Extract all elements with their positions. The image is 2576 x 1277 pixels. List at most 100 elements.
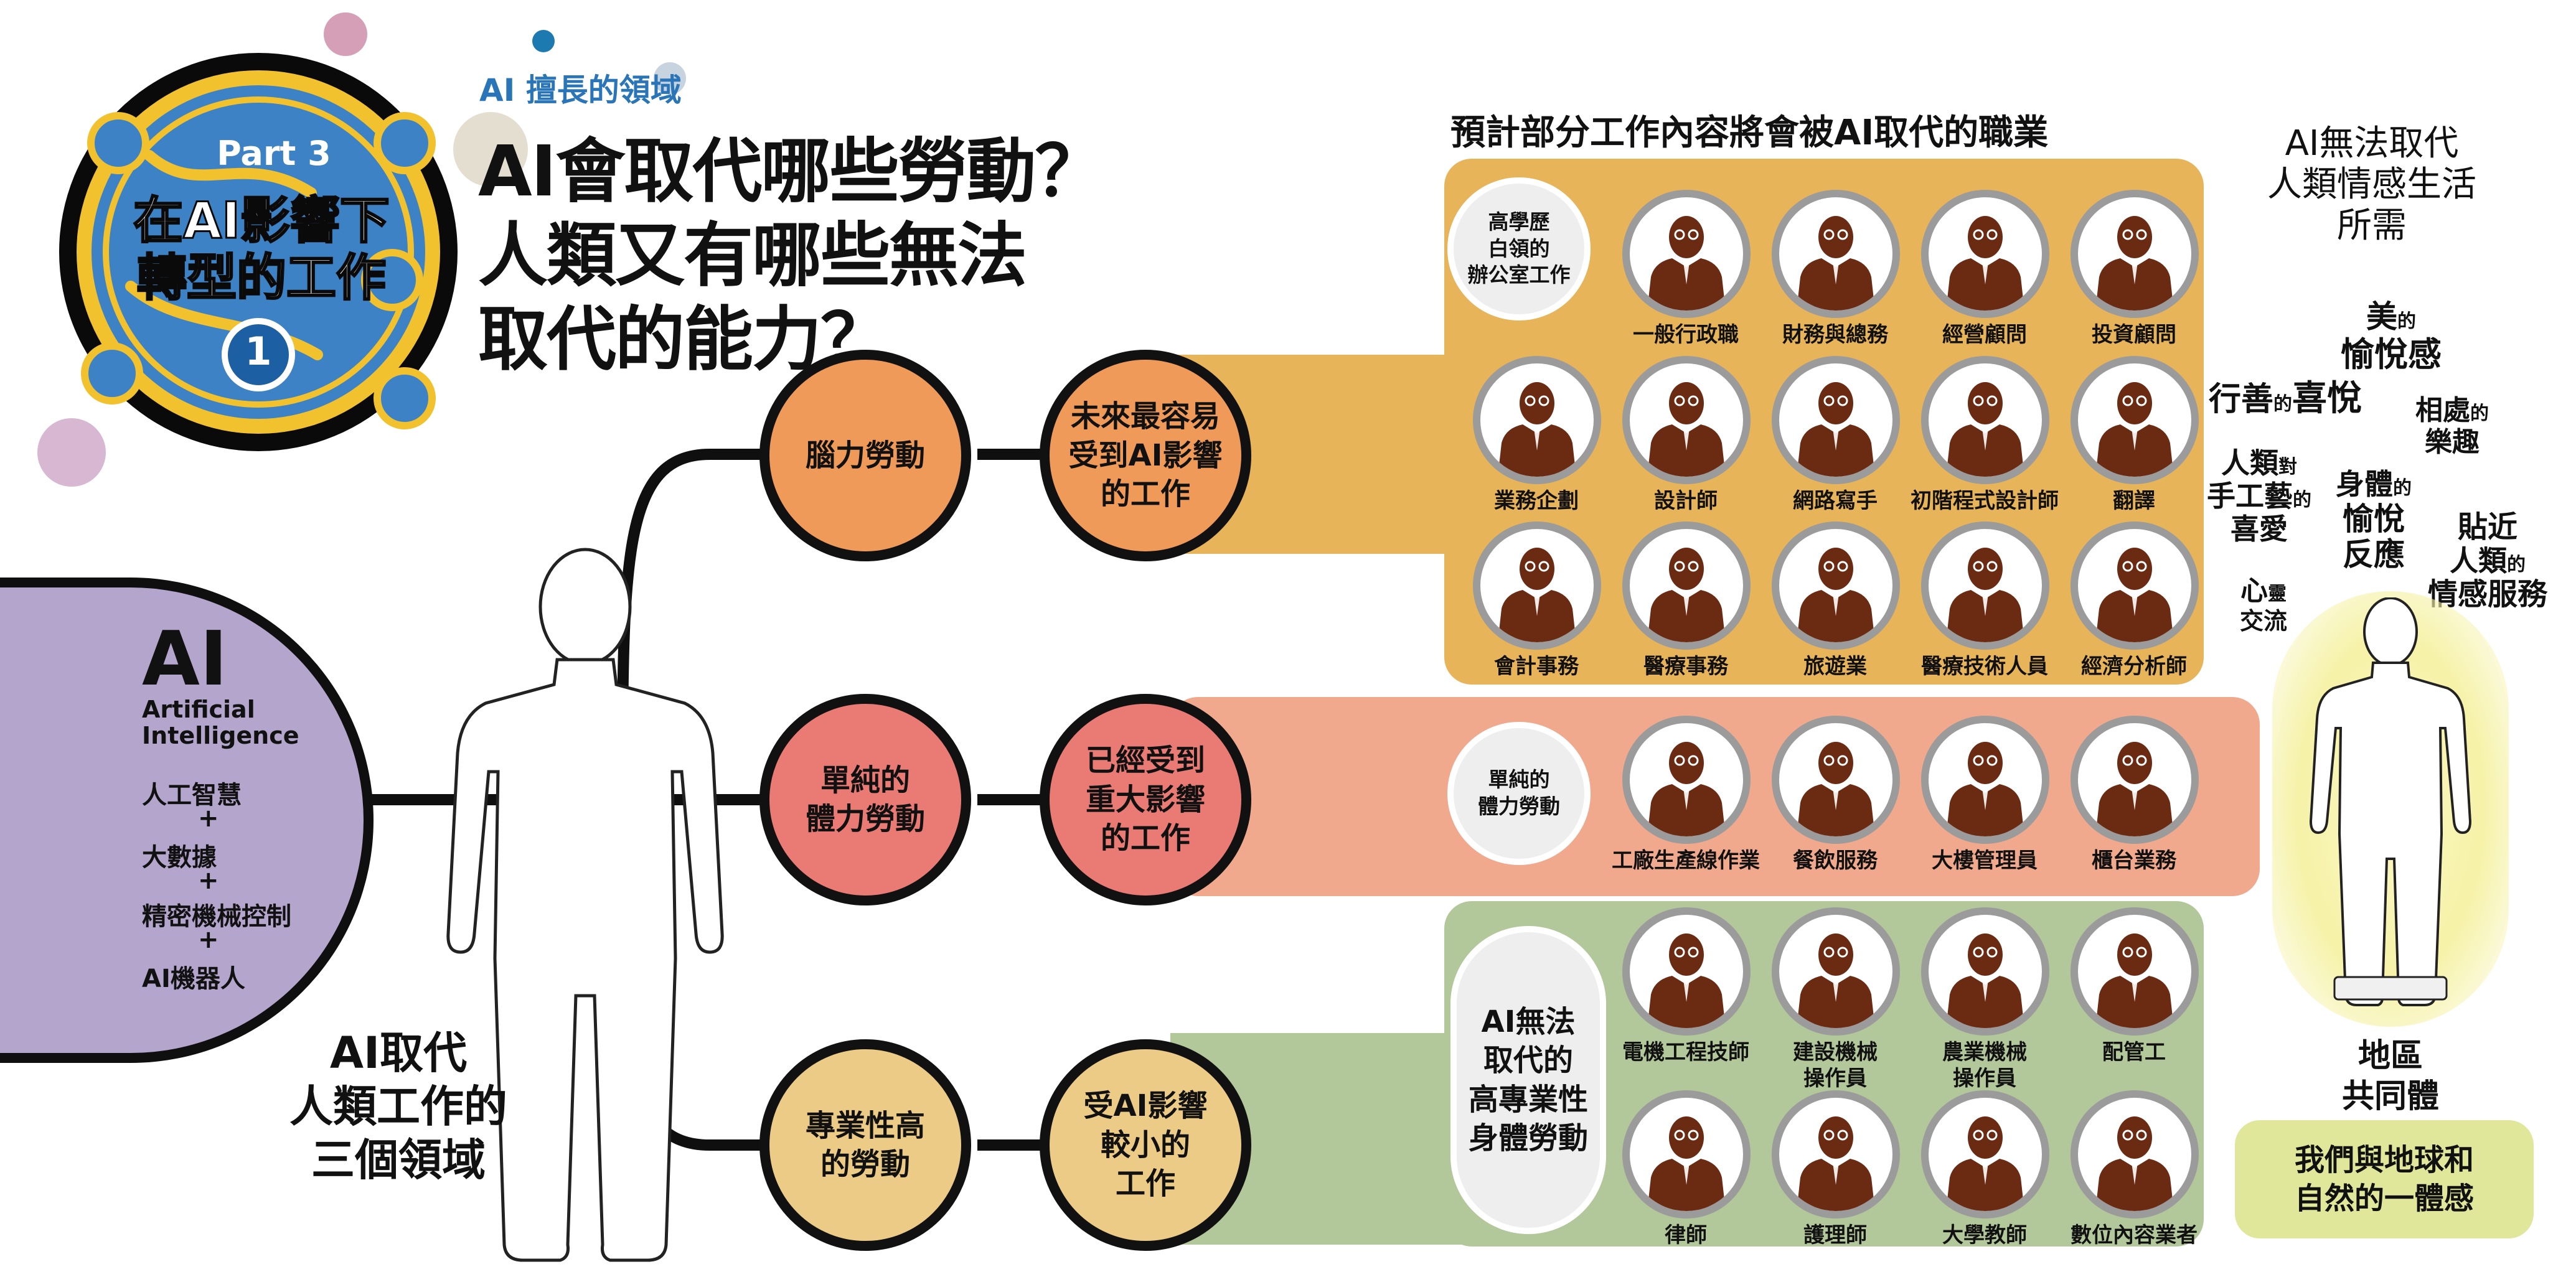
ai-item: AI機器人 bbox=[142, 965, 245, 993]
badge-part-label: Part 3 bbox=[217, 134, 331, 173]
job-label: 醫療事務 bbox=[1643, 654, 1728, 679]
ai-big-label: AI bbox=[142, 616, 228, 703]
decor-dot bbox=[654, 62, 686, 95]
job-icon bbox=[1622, 1090, 1751, 1219]
badge-title-line2: 轉型的工作 bbox=[136, 248, 387, 308]
job-manual-3: 櫃台業務 bbox=[2061, 716, 2207, 902]
job-label: 餐飲服務 bbox=[1793, 848, 1878, 873]
job-label: 電機工程技師 bbox=[1622, 1040, 1749, 1065]
category-manual: 單純的體力勞動 bbox=[1447, 722, 1591, 865]
job-label: 會計事務 bbox=[1494, 654, 1579, 679]
center-caption-line2: 人類工作的 bbox=[289, 1081, 507, 1132]
job-label-line2: 操作員 bbox=[1953, 1066, 2016, 1091]
badge-title-line1: 在AI影響下 bbox=[133, 191, 391, 251]
branch-type-pro: 專業性高的勞動 bbox=[759, 1039, 971, 1251]
decor-dot bbox=[453, 112, 528, 187]
job-pro-7: 數位內容業者 bbox=[2061, 1090, 2207, 1277]
word-craft: 人類對手工藝的喜愛 bbox=[2207, 446, 2311, 546]
branch-impact-brain: 未來最容易受到AI影響的工作 bbox=[1040, 350, 1251, 561]
job-pro-6: 大學教師 bbox=[1911, 1090, 2058, 1277]
word-close: 貼近人類的情感服務 bbox=[2428, 510, 2548, 612]
job-label-line2: 操作員 bbox=[1803, 1066, 1867, 1091]
job-icon bbox=[1622, 522, 1751, 650]
job-icon bbox=[1921, 356, 2049, 484]
ai-item: 大數據 bbox=[142, 843, 217, 872]
job-label: 經濟分析師 bbox=[2081, 654, 2187, 679]
ai-item-plus: + bbox=[198, 866, 219, 895]
job-icon bbox=[2071, 907, 2199, 1036]
word-good: 行善的喜悅 bbox=[2209, 378, 2362, 419]
job-icon bbox=[2071, 1090, 2199, 1219]
branch-type-manual: 單純的體力勞動 bbox=[759, 694, 971, 905]
earth-unity-box: 我們與地球和自然的一體感 bbox=[2235, 1120, 2534, 1238]
word-get-along: 相處的樂趣 bbox=[2415, 395, 2489, 458]
ai-item: 人工智慧 bbox=[142, 781, 242, 810]
job-icon bbox=[1622, 907, 1751, 1036]
ai-panel bbox=[0, 578, 374, 1063]
job-icon bbox=[1622, 716, 1751, 844]
job-icon bbox=[2071, 522, 2199, 650]
job-label: 櫃台業務 bbox=[2092, 848, 2176, 873]
ai-item-plus: + bbox=[198, 804, 219, 833]
job-icon bbox=[1473, 356, 1601, 484]
word-beauty: 美的愉悅感 bbox=[2341, 298, 2442, 374]
job-icon bbox=[1921, 716, 2049, 844]
job-office-8: 翻譯 bbox=[2061, 356, 2207, 543]
job-pro-1: 建設機械操作員 bbox=[1762, 907, 1909, 1094]
jobs-header: 預計部分工作內容將會被AI取代的職業 bbox=[1450, 113, 2049, 153]
header-title-line1: AI會取代哪些勞動？ bbox=[478, 131, 1104, 212]
job-label: 設計師 bbox=[1654, 489, 1718, 513]
job-icon bbox=[2071, 190, 2199, 318]
decor-dot bbox=[324, 12, 367, 56]
job-label: 初階程式設計師 bbox=[1911, 489, 2059, 513]
job-office-5: 設計師 bbox=[1612, 356, 1759, 543]
human-figure bbox=[446, 548, 724, 1262]
job-label: 配管工 bbox=[2102, 1040, 2166, 1065]
job-label: 財務與總務 bbox=[1782, 322, 1888, 347]
job-label: 數位內容業者 bbox=[2071, 1223, 2198, 1248]
job-label: 一般行政職 bbox=[1633, 322, 1739, 347]
job-icon bbox=[2071, 356, 2199, 484]
job-office-3: 投資顧問 bbox=[2061, 190, 2207, 377]
community-label: 地區共同體 bbox=[2341, 1037, 2439, 1115]
ai-en-line1: Artificial bbox=[142, 696, 255, 723]
branch-impact-pro: 受AI影響較小的工作 bbox=[1040, 1039, 1251, 1251]
job-office-7: 初階程式設計師 bbox=[1911, 356, 2059, 543]
job-office-13: 經濟分析師 bbox=[2061, 522, 2207, 708]
job-pro-5: 護理師 bbox=[1762, 1090, 1909, 1277]
job-pro-2: 農業機械操作員 bbox=[1911, 907, 2058, 1094]
word-body: 身體的愉悅反應 bbox=[2336, 467, 2412, 573]
job-icon bbox=[1772, 190, 1900, 318]
job-label: 經營顧問 bbox=[1942, 322, 2027, 347]
job-label: 大樓管理員 bbox=[1932, 848, 2038, 873]
job-pro-0: 電機工程技師 bbox=[1612, 907, 1759, 1094]
decor-dot bbox=[532, 30, 555, 52]
job-office-11: 旅遊業 bbox=[1762, 522, 1909, 708]
job-pro-4: 律師 bbox=[1612, 1090, 1759, 1277]
job-office-12: 醫療技術人員 bbox=[1911, 522, 2058, 708]
center-caption-line1: AI取代 bbox=[329, 1027, 468, 1078]
ai-item: 精密機械控制 bbox=[142, 902, 291, 931]
job-manual-0: 工廠生產線作業 bbox=[1612, 716, 1760, 902]
part-badge bbox=[59, 53, 458, 451]
job-office-6: 網路寫手 bbox=[1762, 356, 1909, 543]
job-office-10: 醫療事務 bbox=[1612, 522, 1759, 708]
center-caption-line3: 三個領域 bbox=[311, 1134, 486, 1186]
job-label: 農業機械 bbox=[1942, 1040, 2027, 1065]
job-icon bbox=[1772, 356, 1900, 484]
job-pro-3: 配管工 bbox=[2061, 907, 2207, 1094]
header-kicker: AI 擅長的領域 bbox=[479, 72, 682, 108]
job-office-1: 財務與總務 bbox=[1762, 190, 1909, 377]
job-label: 醫療技術人員 bbox=[1921, 654, 2048, 679]
decor-dot bbox=[37, 418, 106, 487]
job-office-9: 會計事務 bbox=[1463, 522, 1610, 708]
job-icon bbox=[1921, 1090, 2049, 1219]
job-icon bbox=[1921, 522, 2049, 650]
job-label: 律師 bbox=[1665, 1223, 1707, 1248]
word-soul: 心靈交流 bbox=[2240, 575, 2288, 635]
job-label: 網路寫手 bbox=[1793, 489, 1878, 513]
job-office-4: 業務企劃 bbox=[1463, 356, 1610, 543]
job-icon bbox=[1473, 522, 1601, 650]
category-pro: AI無法取代的高專業性身體勞動 bbox=[1450, 926, 1606, 1234]
ai-item-plus: + bbox=[198, 925, 219, 954]
